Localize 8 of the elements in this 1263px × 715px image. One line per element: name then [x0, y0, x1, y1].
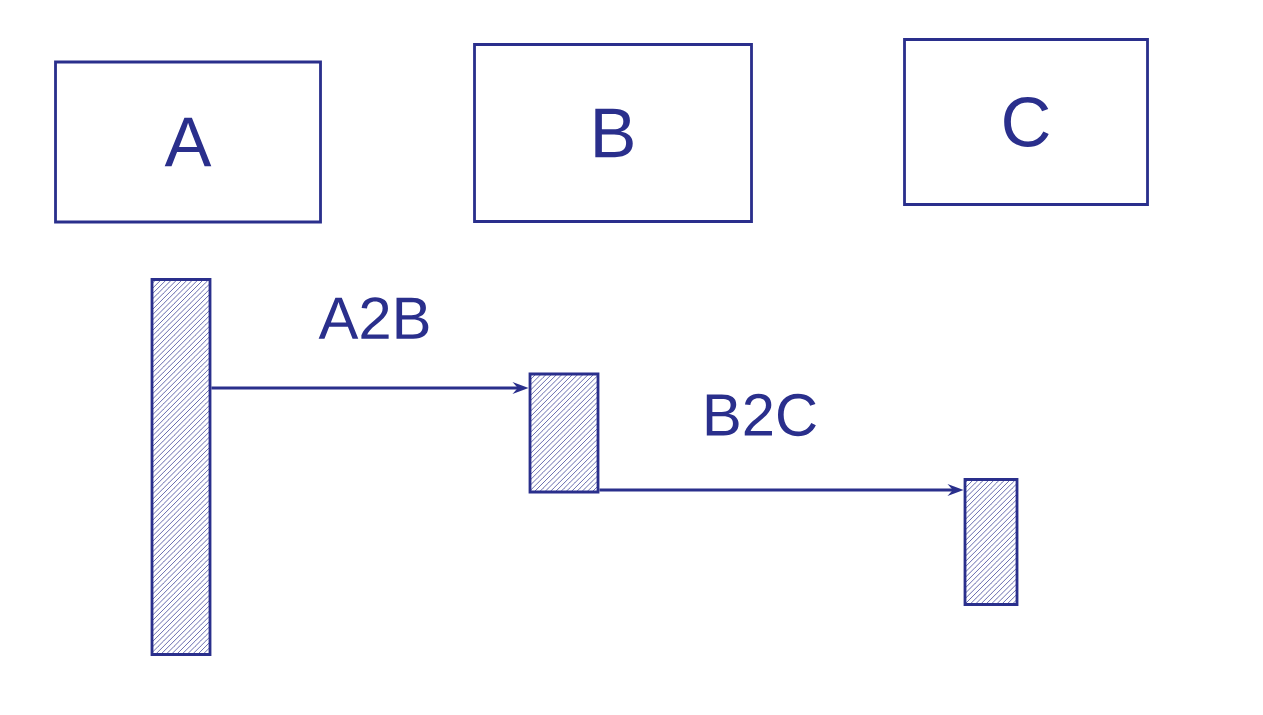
activation-bar: [150, 278, 212, 656]
edge-label: B2C: [706, 393, 816, 437]
activation-bar: [963, 478, 1019, 606]
process-box: A: [54, 60, 322, 224]
process-box: C: [903, 38, 1149, 206]
process-box: B: [473, 43, 753, 223]
edge-label: A2B: [318, 297, 429, 339]
activation-bar: [528, 372, 600, 494]
